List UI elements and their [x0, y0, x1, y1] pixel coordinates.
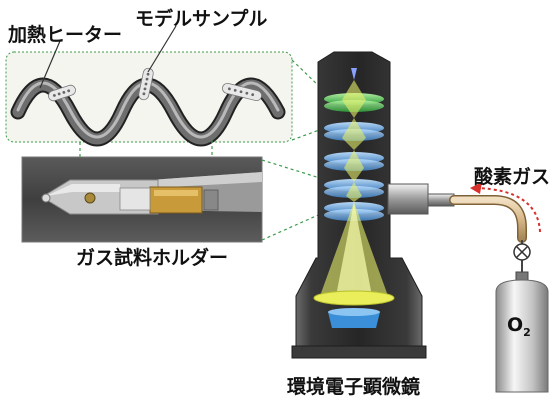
- label-model-sample: モデルサンプル: [135, 8, 268, 30]
- heater-leader: [39, 40, 61, 89]
- column-base: [291, 345, 427, 359]
- label-environmental-microscope: 環境電子顕微鏡: [287, 376, 421, 398]
- gas-flow-arrow: [470, 182, 541, 233]
- label-heater: 加熱ヒーター: [8, 24, 123, 46]
- viewing-screen: [313, 290, 395, 306]
- label-gas-sample-holder: ガス試料ホルダー: [76, 247, 229, 269]
- holder-photo: [21, 156, 263, 243]
- model-sample-3: [222, 82, 262, 102]
- valve-icon: [513, 240, 531, 275]
- label-o2-subscript: 2: [523, 325, 531, 339]
- electron-source: [351, 68, 357, 80]
- model-sample-leader: [147, 25, 177, 73]
- detector: [328, 312, 380, 328]
- oxygen-cylinder: [495, 271, 549, 393]
- microscope-column: [291, 51, 455, 359]
- gas-inlet-port: [387, 183, 429, 215]
- model-sample-2: [138, 67, 154, 101]
- heater-inset: [5, 25, 293, 147]
- label-o2: O2: [507, 314, 531, 339]
- label-o2-symbol: O: [507, 314, 524, 336]
- electron-beam: [320, 80, 388, 296]
- label-oxygen-gas: 酸素ガス: [474, 166, 551, 188]
- model-sample-1: [48, 84, 76, 102]
